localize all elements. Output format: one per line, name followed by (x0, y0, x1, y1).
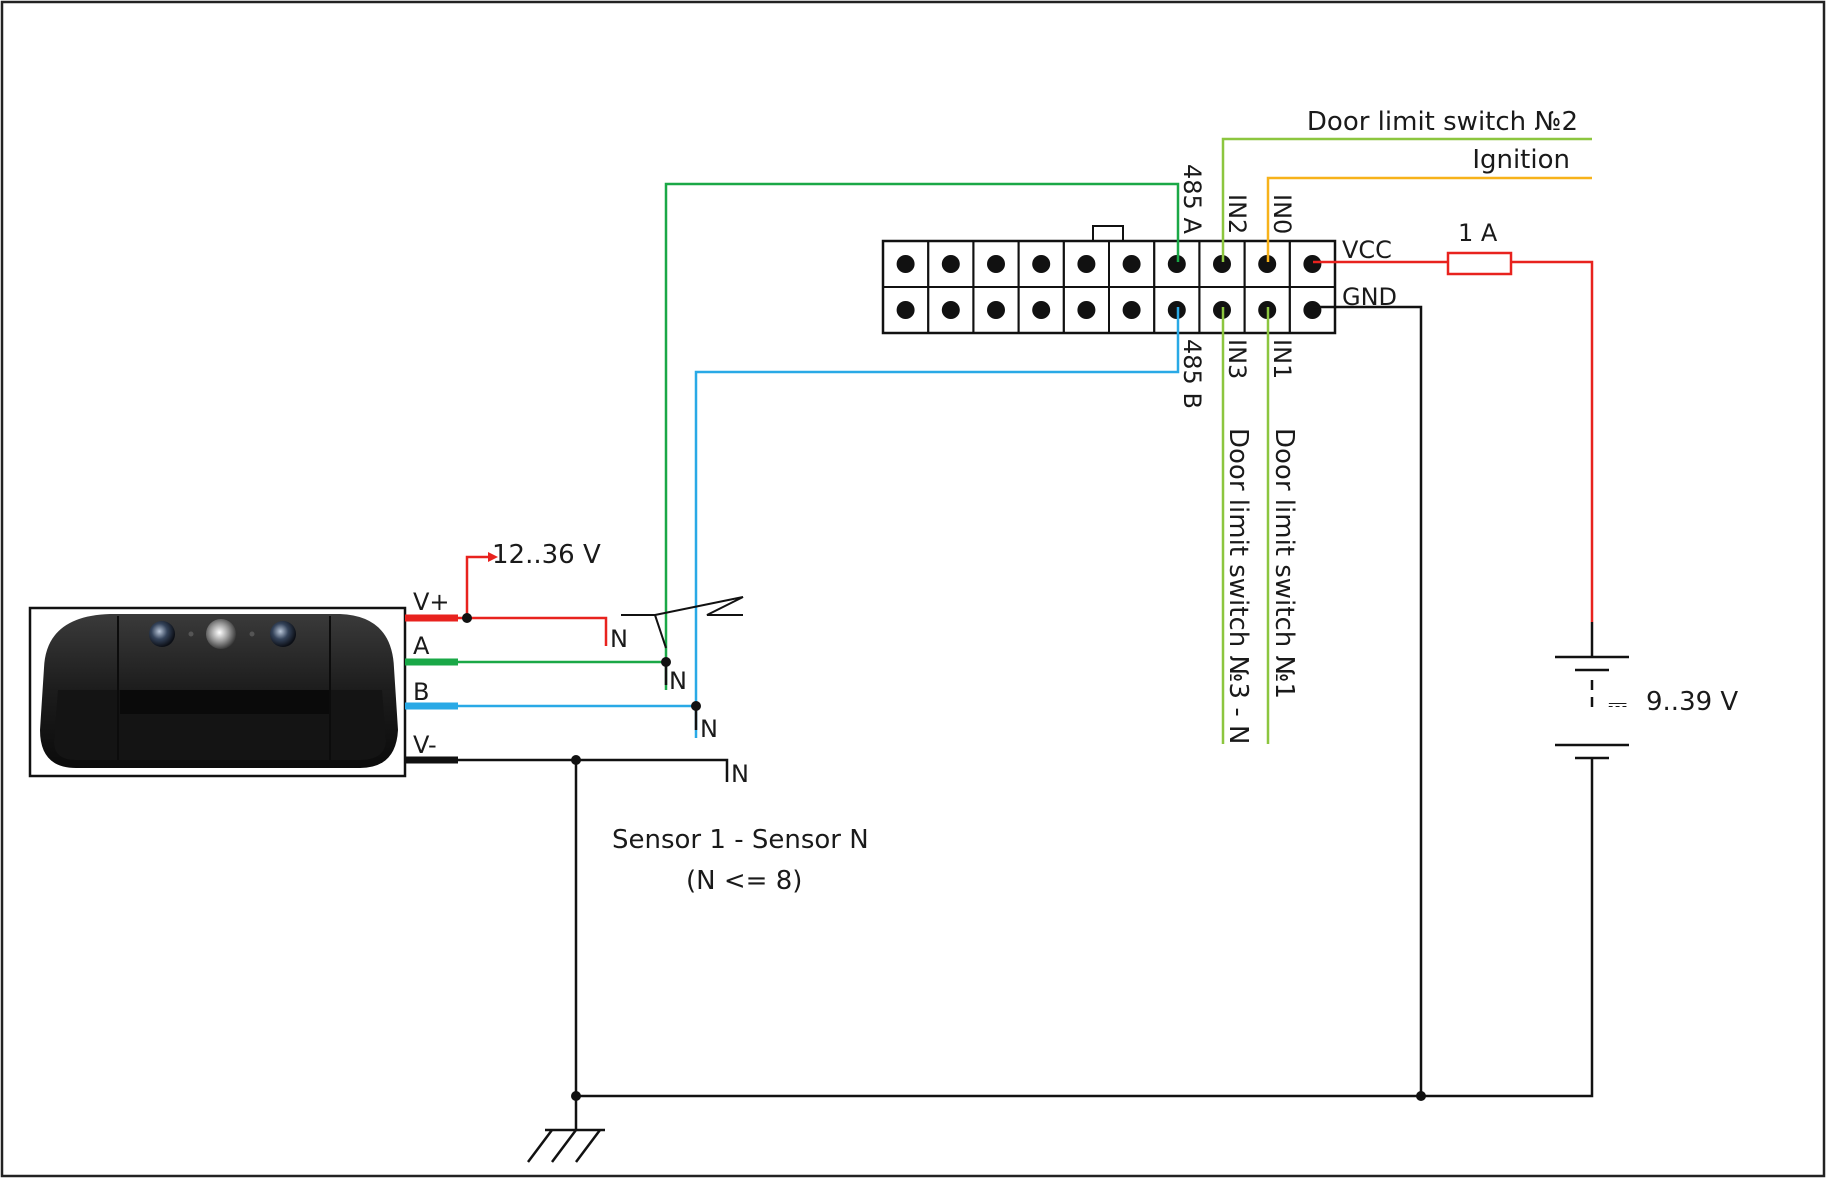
label-a: A (413, 632, 430, 660)
label-pin-in2: IN2 (1223, 194, 1251, 234)
label-pin-in1: IN1 (1268, 339, 1296, 379)
label-vminus: V- (413, 731, 437, 759)
label-door-limit-switch-2: Door limit switch №2 (1307, 107, 1578, 137)
arrow-12v-icon (488, 552, 498, 562)
connector-pin (1303, 301, 1322, 319)
label-b: B (413, 678, 429, 706)
break-marker-slash (654, 614, 667, 649)
fuse-symbol-icon (1446, 251, 1513, 276)
wire-485a (664, 182, 1180, 690)
ground-symbol-icon (527, 1128, 605, 1163)
label-sensor-supply: 12..36 V (492, 540, 601, 570)
wire-vcc-to-battery (1511, 260, 1594, 622)
connector-pin (1303, 255, 1322, 273)
connector-pin (1077, 301, 1096, 319)
connector-pin (1032, 255, 1051, 273)
label-n-b: N (700, 715, 718, 743)
wire-ground-bus (576, 758, 1594, 1098)
connector-pin (1122, 255, 1141, 273)
label-vplus: V+ (413, 588, 450, 616)
connector-pin (941, 301, 960, 319)
label-pin-485b: 485 B (1178, 339, 1206, 409)
connector-pin (1122, 301, 1141, 319)
label-ignition: Ignition (1472, 145, 1570, 175)
label-vcc: VCC (1342, 236, 1392, 264)
connector-pin (1167, 255, 1186, 273)
connector-pin (1032, 301, 1051, 319)
label-gnd: GND (1342, 283, 1397, 311)
label-pin-in0: IN0 (1268, 194, 1296, 234)
label-sensor-range: Sensor 1 - Sensor N (612, 825, 869, 855)
label-n-vminus: N (731, 760, 749, 788)
wire-in0 (1266, 176, 1592, 262)
wire-gnd (1313, 305, 1423, 1096)
connector-pin-grid (882, 240, 1337, 334)
connector-pin (941, 255, 960, 273)
connector-pin (1258, 255, 1277, 273)
connector-pin (987, 301, 1005, 319)
label-door-limit-switch-3-n: Door limit switch №3 - N (1223, 428, 1253, 744)
label-n-vplus: N (610, 625, 628, 653)
connector-pin (896, 301, 915, 319)
label-pin-in3: IN3 (1223, 339, 1251, 379)
connector-pin (896, 255, 915, 273)
label-n-a: N (669, 667, 687, 695)
connector-cell (1288, 286, 1337, 334)
junction-dots (462, 613, 1426, 1101)
label-sensor-max: (N <= 8) (686, 866, 802, 896)
connector-pin (1213, 255, 1231, 273)
sensor-device-image (28, 606, 407, 778)
wire-sensor-vminus (458, 758, 729, 782)
connector-pin (1077, 255, 1096, 273)
battery-symbol-icon (1555, 622, 1629, 760)
label-fuse-1a: 1 A (1458, 219, 1498, 247)
wire-sensor-vplus (458, 616, 608, 646)
connector-pin (987, 255, 1005, 273)
wire-sensor-12v (465, 555, 488, 618)
break-marker (621, 596, 744, 616)
wire-in2 (1221, 137, 1592, 262)
label-door-limit-switch-1: Door limit switch №1 (1269, 428, 1299, 699)
connector-latch (1092, 225, 1124, 243)
label-pin-485a: 485 A (1178, 164, 1206, 234)
label-battery-dc-symbol: ⎓ (1608, 690, 1627, 718)
label-battery-voltage: 9..39 V (1646, 687, 1738, 717)
connector-block (881, 225, 1337, 335)
wire-485b (694, 307, 1180, 738)
